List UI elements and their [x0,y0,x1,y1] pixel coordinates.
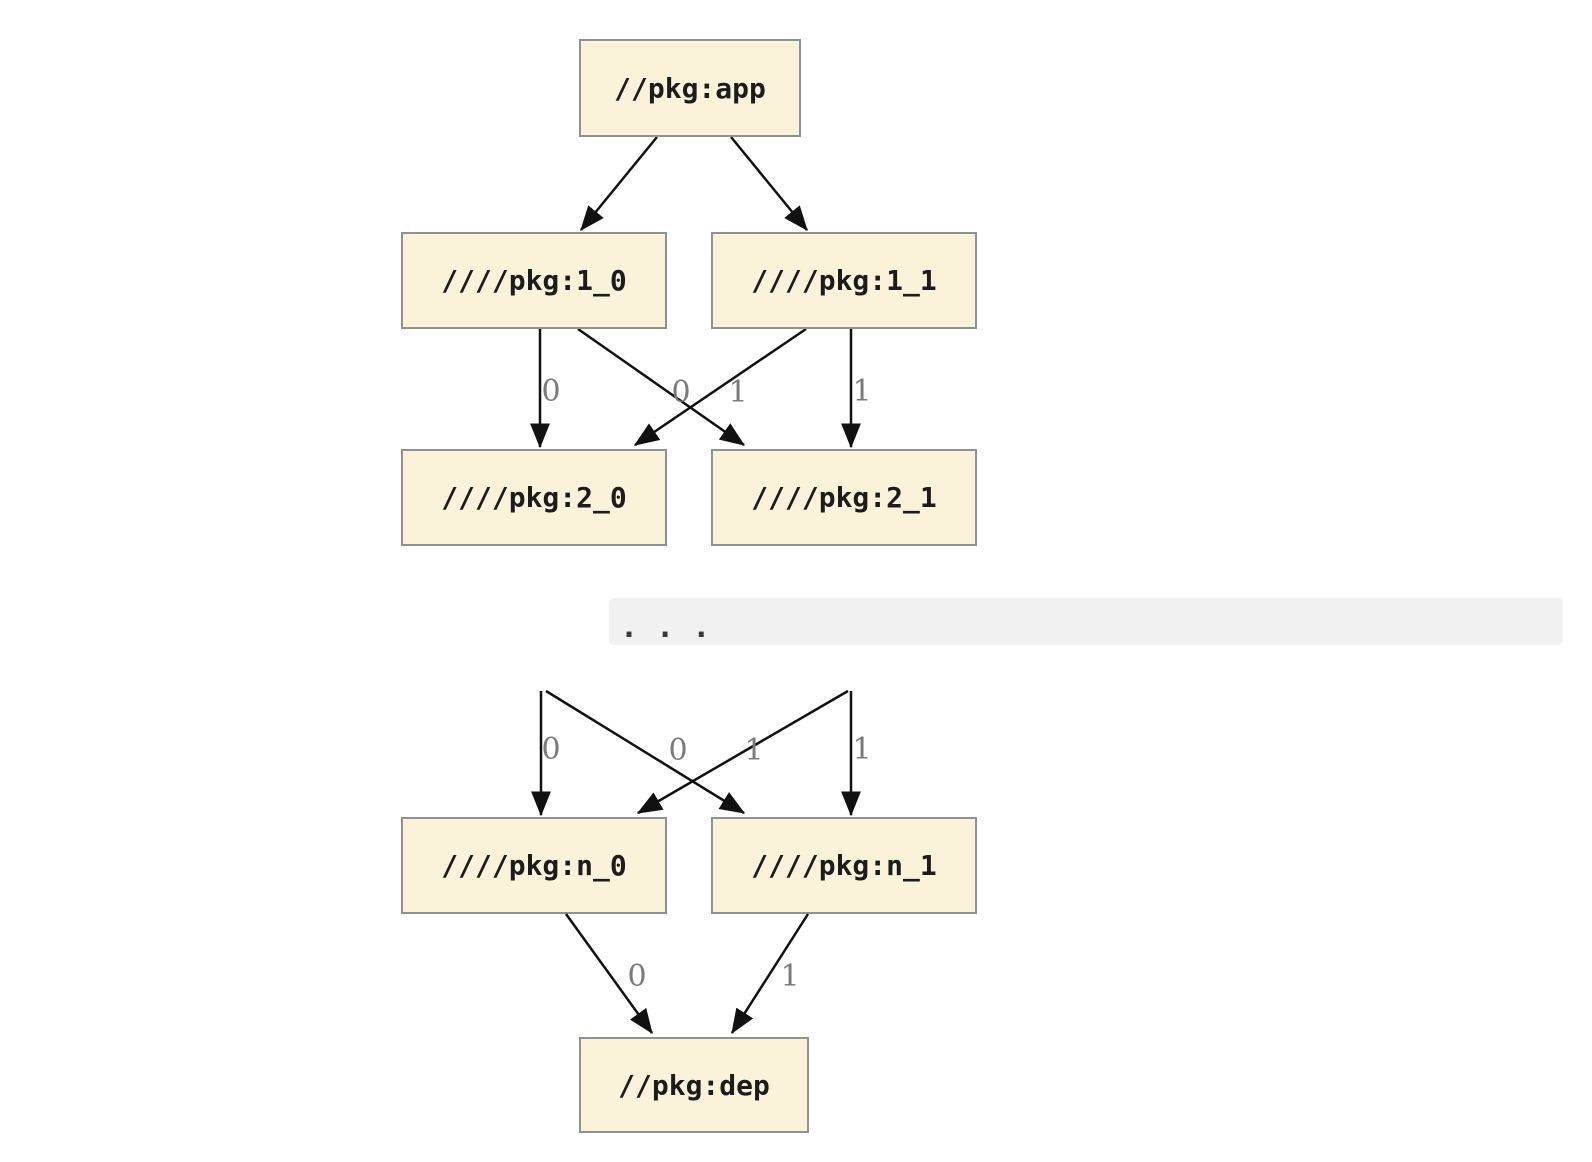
node-pkg-2_0: ////pkg:2_0 [401,449,667,546]
edge-app-to-1_1 [730,136,808,231]
edge-n_0-to-dep [564,913,654,1035]
edge-hidden-to-n_0-cross [636,689,849,815]
node-pkg-app-box [579,39,801,137]
edge-label-1_1-2_0: 0 [671,375,690,410]
node-pkg-1_1-box [711,232,977,329]
edge-label-hidden-n_0-cross: 0 [668,733,687,768]
edge-label-n_0-dep: 0 [627,959,646,994]
node-pkg-dep-label: //pkg:dep [618,1069,770,1102]
node-pkg-n_0: ////pkg:n_0 [401,817,667,914]
node-pkg-n_1: ////pkg:n_1 [711,817,977,914]
edge-label-1_1-2_1: 1 [852,374,871,409]
node-pkg-n_1-box [711,817,977,914]
edge-label-hidden-n_0-left: 0 [541,732,560,767]
node-pkg-dep: //pkg:dep [579,1037,809,1133]
node-pkg-1_0: ////pkg:1_0 [401,232,667,329]
edge-app-to-1_0 [580,136,658,231]
node-pkg-app-label: //pkg:app [614,72,766,105]
edge-label-hidden-n_1-cross: 1 [744,733,763,768]
ellipsis-band [609,598,1563,645]
edge-label-n_1-dep: 1 [780,959,799,994]
edge-hidden-to-n_1-cross [545,689,746,815]
node-pkg-app: //pkg:app [579,39,801,137]
edge-1_1-to-2_0 [633,327,807,447]
edge-label-1_0-2_0: 0 [541,374,560,409]
ellipsis-band-group: . . . [609,598,1563,645]
node-pkg-n_0-label: ////pkg:n_0 [441,849,626,882]
edge-label-hidden-n_1-right: 1 [852,732,871,767]
node-pkg-2_1: ////pkg:2_1 [711,449,977,546]
edge-1_0-to-2_1 [577,327,746,447]
node-pkg-2_1-label: ////pkg:2_1 [751,481,936,514]
node-pkg-dep-box [579,1037,809,1133]
ellipsis-dots: . . . [620,610,710,645]
edge-n_1-to-dep [730,913,810,1035]
node-pkg-2_1-box [711,449,977,546]
node-pkg-1_1: ////pkg:1_1 [711,232,977,329]
edge-label-1_0-2_1: 1 [728,375,747,410]
node-pkg-n_0-box [401,817,667,914]
node-pkg-n_1-label: ////pkg:n_1 [751,849,936,882]
node-pkg-2_0-box [401,449,667,546]
node-pkg-1_0-box [401,232,667,329]
node-pkg-1_0-label: ////pkg:1_0 [441,264,626,297]
node-pkg-1_1-label: ////pkg:1_1 [751,264,936,297]
node-pkg-2_0-label: ////pkg:2_0 [441,481,626,514]
